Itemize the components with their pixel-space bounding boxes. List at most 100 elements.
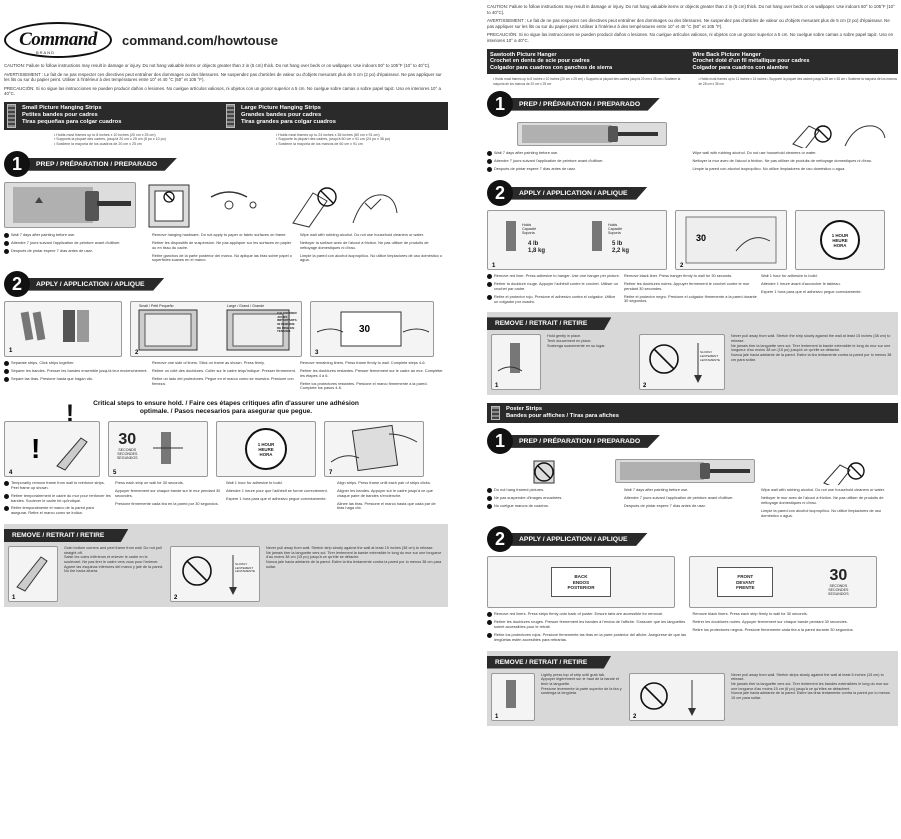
holds-label-2: Holds Capacité Soporta — [608, 223, 623, 236]
poster-strips-title: Poster Strips Bandes pour affiches / Tir… — [506, 406, 619, 420]
page-gutter — [452, 0, 484, 839]
svg-text:2: 2 — [174, 595, 178, 601]
crit-col-1: Temporarily remove frame from wall to re… — [4, 480, 115, 519]
wipe-wall-illustration — [763, 458, 893, 489]
logo-sub: BRAND — [36, 50, 56, 55]
apply-title: APPLY / APPLICATION / APLIQUE — [505, 186, 648, 200]
wait-hour-illustration: 1 HOUR HEURE HORA — [795, 210, 885, 271]
crit-col-4: Align strips. Press frame until each pai… — [337, 480, 436, 511]
poster-remove-title: REMOVE / RETRAIT / RETIRE — [487, 655, 612, 669]
prep-illustrations — [4, 180, 448, 230]
remove-step-b: Never pull away from wall. Stretch the s… — [731, 334, 892, 362]
prep-col-2: Wipe wall with rubbing alcohol. Do not u… — [692, 150, 872, 171]
sawtooth-title: Sawtooth Picture Hanger Crochet en dents… — [490, 51, 613, 71]
paint-roller-illustration — [615, 459, 755, 484]
caution-es: PRECAUCIÓN: Si no sigue las instruccione… — [487, 32, 894, 43]
poster-prep-col-1: Do not hang framed pictures. Ne pas susp… — [487, 488, 624, 521]
stretch-strip-illustration: 2 SLOWLY LENTEMENT LENTAMENTE — [639, 334, 725, 391]
small-strips-title: Small Picture Hanging Strips Petites ban… — [22, 105, 122, 126]
hanger-capacity-illustration: 1 Holds Capacité Soporta 4 lb 1,8 kg Hol… — [487, 210, 667, 271]
prep-col-3: Wipe wall with rubbing alcohol. Do not u… — [300, 232, 448, 266]
frame-liners-illustration: Small / Petit Pequeño Large / Grand / Gr… — [130, 301, 302, 358]
instruction-en: Remove hanging hardware. Do not apply to… — [152, 232, 287, 238]
small-strips-bullets: • Holds most frames up to 8 inches x 10 … — [54, 132, 166, 146]
french-bullet-icon — [4, 241, 9, 247]
instruction-sheet-left: Command BRAND command.com/howtouse CAUTI… — [4, 22, 448, 607]
prep-step-header: 1 PREP / PRÉPARATION / PREPARADO — [487, 91, 898, 118]
english-bullet-icon — [4, 233, 9, 239]
spanish-bullet-icon — [487, 167, 492, 173]
caution-en: CAUTION: Failure to follow instructions … — [487, 4, 895, 15]
wipe-hand-icon — [823, 462, 865, 489]
remove-section: REMOVE / RETRAIT / RETIRE 1 Hold gently … — [487, 312, 898, 396]
apply-col-2: Remove black liner. Press hanger firmly … — [624, 273, 757, 304]
hands-press-icon: 30 3 — [315, 311, 430, 356]
instruction-en: Wipe wall with rubbing alcohol. Do not u… — [300, 232, 424, 238]
apply-illustrations: 1 Small / Petit Pequeño Large / Grand / … — [4, 300, 448, 358]
website-url[interactable]: command.com/howtouse — [122, 32, 279, 48]
remove-step-a: Grab bottom corners and peel frame from … — [64, 545, 163, 574]
poster-prep-title: PREP / PRÉPARATION / PREPARADO — [505, 434, 661, 448]
one-hour-clock-icon: 1 HOUR HEURE HORA — [245, 428, 287, 471]
poster-prep-step-header: 1 PREP / PRÉPARATION / PREPARADO — [487, 428, 898, 455]
thirty-label: SECONDS SECONDES SEGUNDOS — [117, 448, 138, 461]
wipe-wall-illustration — [778, 121, 898, 150]
apply-illustrations: 1 Holds Capacité Soporta 4 lb 1,8 kg Hol… — [487, 209, 898, 271]
press-tab-illustration: 1 — [491, 672, 535, 721]
caution-fr: AVERTISSEMENT : Le fait de ne pas respec… — [487, 18, 890, 29]
french-bullet-icon — [487, 159, 492, 165]
apply-title: APPLY / APPLICATION / APLIQUE — [22, 277, 165, 291]
thirty-number: 30 — [829, 567, 848, 585]
poster-front-illustration: FRONT DEVANT FRENTE 30 SECONDS SECONDES … — [689, 556, 877, 609]
poster-apply-col-2: Remove black liners. Press each strip fi… — [692, 611, 854, 632]
step-number: 2 — [487, 526, 513, 553]
remove-title: REMOVE / RETRAIT / RETIRE — [487, 317, 612, 331]
strip-icon — [7, 103, 16, 128]
poster-remove-step-b: Never pull away from wall. Stretch strip… — [731, 672, 890, 701]
press-wall-illustration: 30 3 — [310, 301, 434, 358]
french-bullet-icon — [487, 496, 492, 502]
small-strips-header: Small Picture Hanging Strips Petites ban… — [7, 103, 226, 128]
wipe-wall-illustration — [282, 182, 412, 228]
french-bullet-icon — [4, 493, 9, 499]
svg-text:1: 1 — [12, 595, 16, 601]
paint-roller-illustration — [517, 122, 667, 147]
small-label: Small / Petit Pequeño — [139, 304, 174, 309]
poster-apply-illustrations: BACK ENDOS POSTERIOR FRONT DEVANT FRENTE… — [487, 555, 898, 609]
poster-prep-col-2: Wait 7 days after painting before use. A… — [624, 487, 734, 508]
prep-col-1: Wait 7 days after painting before use. A… — [487, 150, 693, 175]
no-pull-icon: 2 — [174, 554, 237, 601]
svg-text:2: 2 — [135, 350, 139, 356]
peel-corner-illustration: 1 — [8, 545, 58, 602]
critical-steps-title: Critical steps to ensure hold. / Faire c… — [93, 400, 359, 416]
prep-col-1: Wait 7 days after painting before use. A… — [4, 232, 152, 266]
instruction-sheet-right: CAUTION: Failure to follow instructions … — [484, 0, 901, 839]
critical-illustrations: ! 4 30 SECONDS SECONDES SEGUNDOS 5 1 HOU… — [4, 420, 448, 478]
poster-remove-section: REMOVE / RETRAIT / RETIRE 1 Lightly pres… — [487, 650, 898, 726]
poster-back-illustration: BACK ENDOS POSTERIOR — [487, 556, 675, 609]
instruction-fr: Attendre 7 jours suivant l'application d… — [4, 240, 148, 247]
prep-instructions: Wait 7 days after painting before use. A… — [487, 150, 898, 175]
hold-hanger-icon: 1 — [495, 343, 523, 389]
no-pull-icon: 2 — [643, 343, 702, 389]
instruction-es: Limpie la pared con alcohol isopropílico… — [300, 252, 443, 263]
spanish-bullet-icon — [487, 294, 492, 300]
caution-en: CAUTION: Failure to follow instructions … — [4, 63, 431, 68]
instruction-fr: Retirer les dispositifs de suspension. N… — [152, 239, 292, 250]
strips-icon: 1 — [9, 310, 89, 354]
apply-col-1: Separate strips. Click strips together. … — [4, 360, 152, 394]
spanish-bullet-icon — [4, 249, 9, 255]
remove-section: REMOVE / RETRAIT / RETIRE 1 Grab bottom … — [4, 523, 448, 607]
paint-roller-illustration — [4, 182, 136, 229]
logo-text: Command — [19, 29, 97, 50]
remove-step-a: Hold gently in place. Tenir doucement en… — [547, 334, 606, 348]
paint-roller-icon — [620, 462, 750, 481]
sawtooth-header: Sawtooth Picture Hanger Crochet en dents… — [490, 52, 693, 72]
prep-instructions: Wait 7 days after painting before use. A… — [4, 232, 448, 266]
slowly-label: SLOWLY LENTEMENT LENTAMENTE — [235, 561, 255, 574]
strip-icon — [226, 103, 235, 128]
svg-text:4: 4 — [9, 470, 13, 476]
spanish-bullet-icon — [4, 506, 9, 512]
crit-col-2: Press each strip on wall for 30 seconds.… — [115, 480, 221, 506]
svg-text:!: ! — [31, 433, 40, 464]
